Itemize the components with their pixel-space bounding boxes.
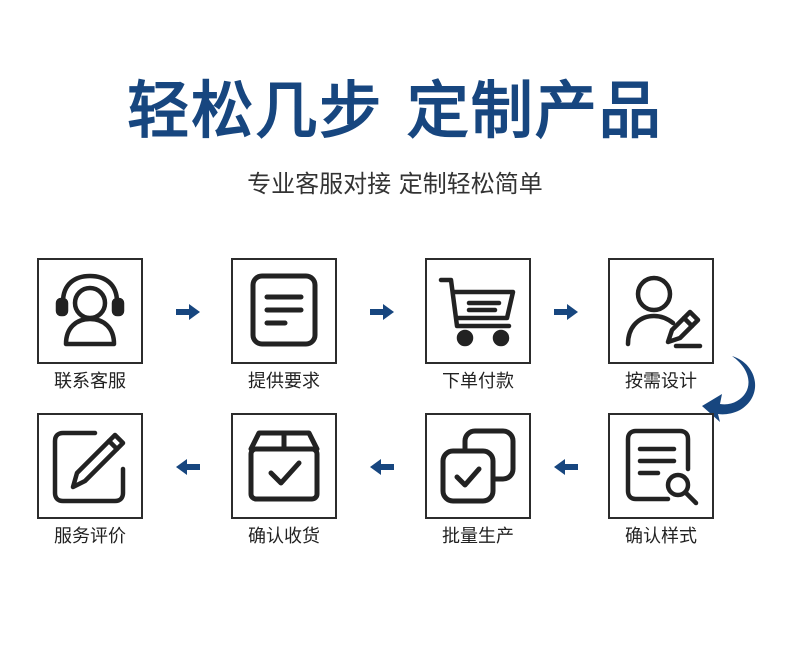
headset-user-icon xyxy=(55,273,125,347)
step-mass-production: 批量生产 xyxy=(425,413,535,547)
curved-arrow-icon xyxy=(702,354,762,424)
page-subtitle: 专业客服对接 定制轻松简单 xyxy=(247,170,543,198)
step-label: 下单付款 xyxy=(442,371,514,392)
document-search-icon xyxy=(625,428,699,506)
step-provide-requirements: 提供要求 xyxy=(231,258,341,392)
shopping-cart-icon xyxy=(438,277,516,347)
step-label: 批量生产 xyxy=(442,526,514,547)
step-label: 服务评价 xyxy=(54,526,126,547)
arrow-left-icon xyxy=(370,459,394,475)
user-edit-icon xyxy=(625,275,703,349)
page-title: 轻松几步 定制产品 xyxy=(127,74,663,147)
step-icon-box xyxy=(425,258,531,364)
step-label: 联系客服 xyxy=(54,371,126,392)
step-confirm-receipt: 确认收货 xyxy=(231,413,341,547)
step-icon-box xyxy=(608,258,714,364)
document-icon xyxy=(250,273,318,347)
step-icon-box xyxy=(425,413,531,519)
step-custom-design: 按需设计 xyxy=(608,258,718,392)
step-label: 提供要求 xyxy=(248,371,320,392)
step-order-payment: 下单付款 xyxy=(425,258,535,392)
pencil-icon xyxy=(52,430,126,504)
step-confirm-style: 确认样式 xyxy=(608,413,718,547)
step-icon-box xyxy=(37,258,143,364)
step-service-review: 服务评价 xyxy=(37,413,147,547)
step-contact-service: 联系客服 xyxy=(37,258,147,392)
box-check-icon xyxy=(248,430,320,502)
step-icon-box xyxy=(231,413,337,519)
arrow-right-icon xyxy=(176,304,200,320)
step-label: 按需设计 xyxy=(625,371,697,392)
step-label: 确认样式 xyxy=(625,526,697,547)
step-icon-box xyxy=(231,258,337,364)
stack-check-icon xyxy=(440,428,516,504)
arrow-right-icon xyxy=(554,304,578,320)
step-icon-box xyxy=(37,413,143,519)
step-icon-box xyxy=(608,413,714,519)
arrow-left-icon xyxy=(554,459,578,475)
arrow-right-icon xyxy=(370,304,394,320)
arrow-left-icon xyxy=(176,459,200,475)
step-label: 确认收货 xyxy=(248,526,320,547)
